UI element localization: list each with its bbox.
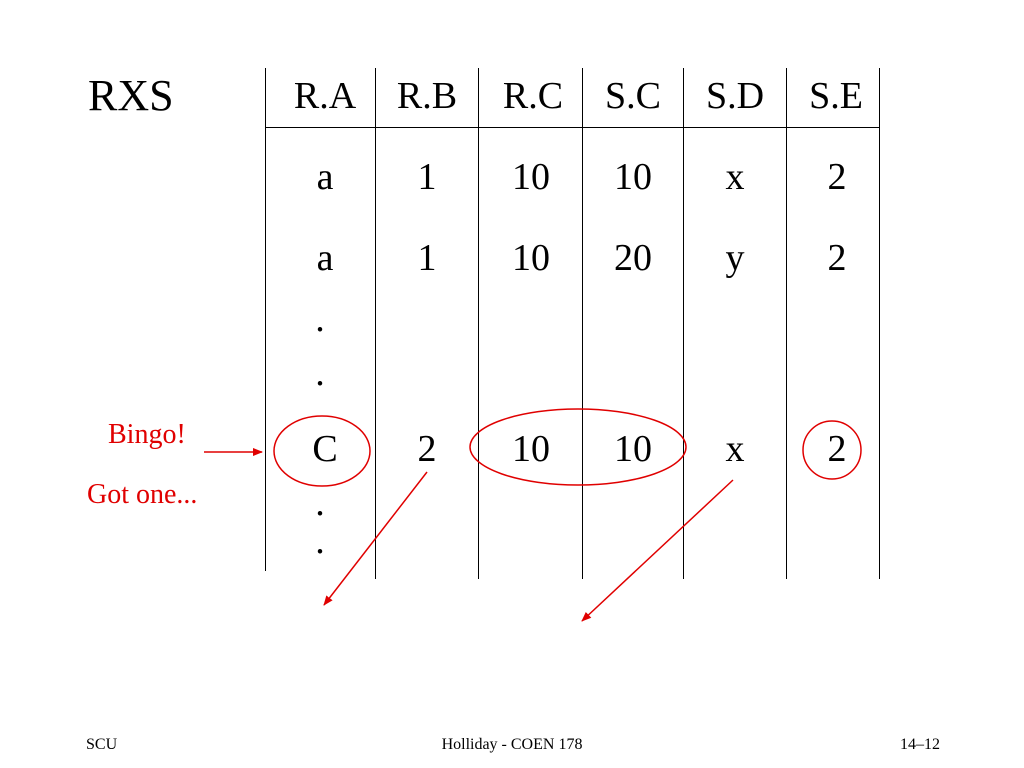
bingo-annotation: Bingo! <box>108 419 186 450</box>
column-header-s-e: S.E <box>809 75 863 117</box>
column-header-r-a: R.A <box>293 75 357 117</box>
table-cell: y <box>725 237 745 279</box>
table-cell: 10 <box>512 237 550 279</box>
table-cell: 2 <box>827 428 847 470</box>
table-cell: C <box>312 428 338 470</box>
table-cell: 10 <box>512 428 550 470</box>
table-cell: 2 <box>827 156 847 198</box>
ellipsis-dot: . <box>315 352 325 394</box>
highlight-circle-s-e <box>802 420 862 480</box>
column-divider-5 <box>786 68 787 579</box>
table-cell: 10 <box>512 156 550 198</box>
column-header-r-c: R.C <box>502 75 564 117</box>
table-cell: 10 <box>614 156 652 198</box>
got-one-annotation: Got one... <box>87 479 198 510</box>
footer-left: SCU <box>86 736 118 753</box>
slide-number: 14–12 <box>900 736 940 753</box>
ellipsis-dot: . <box>315 520 325 562</box>
table-cell: 10 <box>614 428 652 470</box>
ellipsis-dot: . <box>315 482 325 524</box>
column-header-s-d: S.D <box>705 75 765 117</box>
table-right-border <box>879 68 880 579</box>
table-cell: 1 <box>417 237 437 279</box>
table-cell: x <box>725 428 745 470</box>
highlight-circle-r-a <box>273 415 371 487</box>
diagonal-arrow-left <box>323 471 428 606</box>
highlight-ellipse-r-c-s-c <box>469 408 687 486</box>
table-cell: a <box>316 237 334 279</box>
column-divider-1 <box>375 68 376 579</box>
table-left-border <box>265 68 266 571</box>
column-divider-2 <box>478 68 479 579</box>
ellipsis-dot: . <box>315 298 325 340</box>
column-header-r-b: R.B <box>396 75 458 117</box>
slide-title: RXS <box>88 71 174 120</box>
column-divider-3 <box>582 68 583 579</box>
table-cell: x <box>725 156 745 198</box>
table-cell: a <box>316 156 334 198</box>
column-divider-4 <box>683 68 684 579</box>
table-cell: 2 <box>827 237 847 279</box>
footer-center: Holliday - COEN 178 <box>441 736 583 753</box>
column-header-s-c: S.C <box>605 75 661 117</box>
table-cell: 20 <box>614 237 652 279</box>
diagonal-arrow-right <box>581 479 734 622</box>
header-underline <box>265 127 879 128</box>
table-cell: 2 <box>417 428 437 470</box>
table-cell: 1 <box>417 156 437 198</box>
